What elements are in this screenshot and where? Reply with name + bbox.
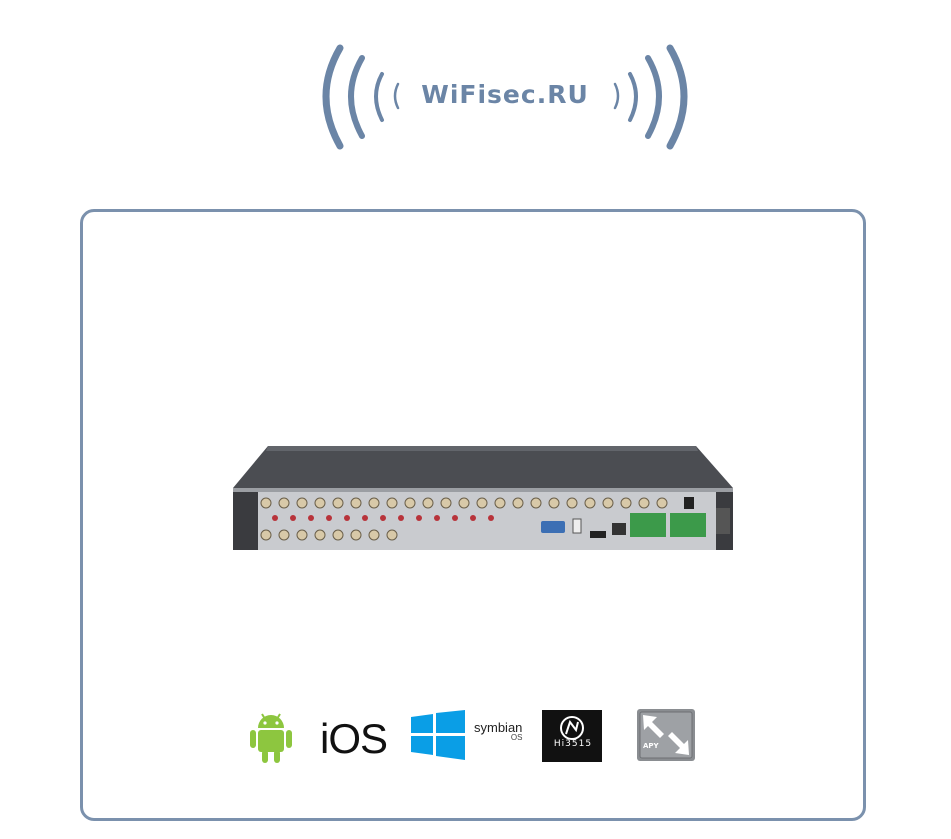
symbian-logo: symbian OS (474, 720, 522, 742)
symbian-os-label: OS (510, 733, 523, 742)
symbian-label: symbian (474, 720, 523, 735)
wifi-waves-icon (322, 44, 688, 150)
ios-label: iOS (320, 715, 388, 762)
logo-text: WiFisec.RU (421, 80, 589, 109)
hisilicon-label: Hi3515 (553, 739, 593, 749)
dvr-device-image (233, 446, 733, 550)
hisilicon-icon (542, 710, 602, 762)
platform-icons: iOS symbian OS Hi3515 (0, 706, 951, 766)
windows-icon (411, 710, 465, 760)
site-logo[interactable]: WiFisec.RU (300, 36, 710, 156)
android-icon (250, 713, 292, 763)
apy-label: APY (643, 742, 659, 750)
apy-icon (637, 709, 695, 761)
